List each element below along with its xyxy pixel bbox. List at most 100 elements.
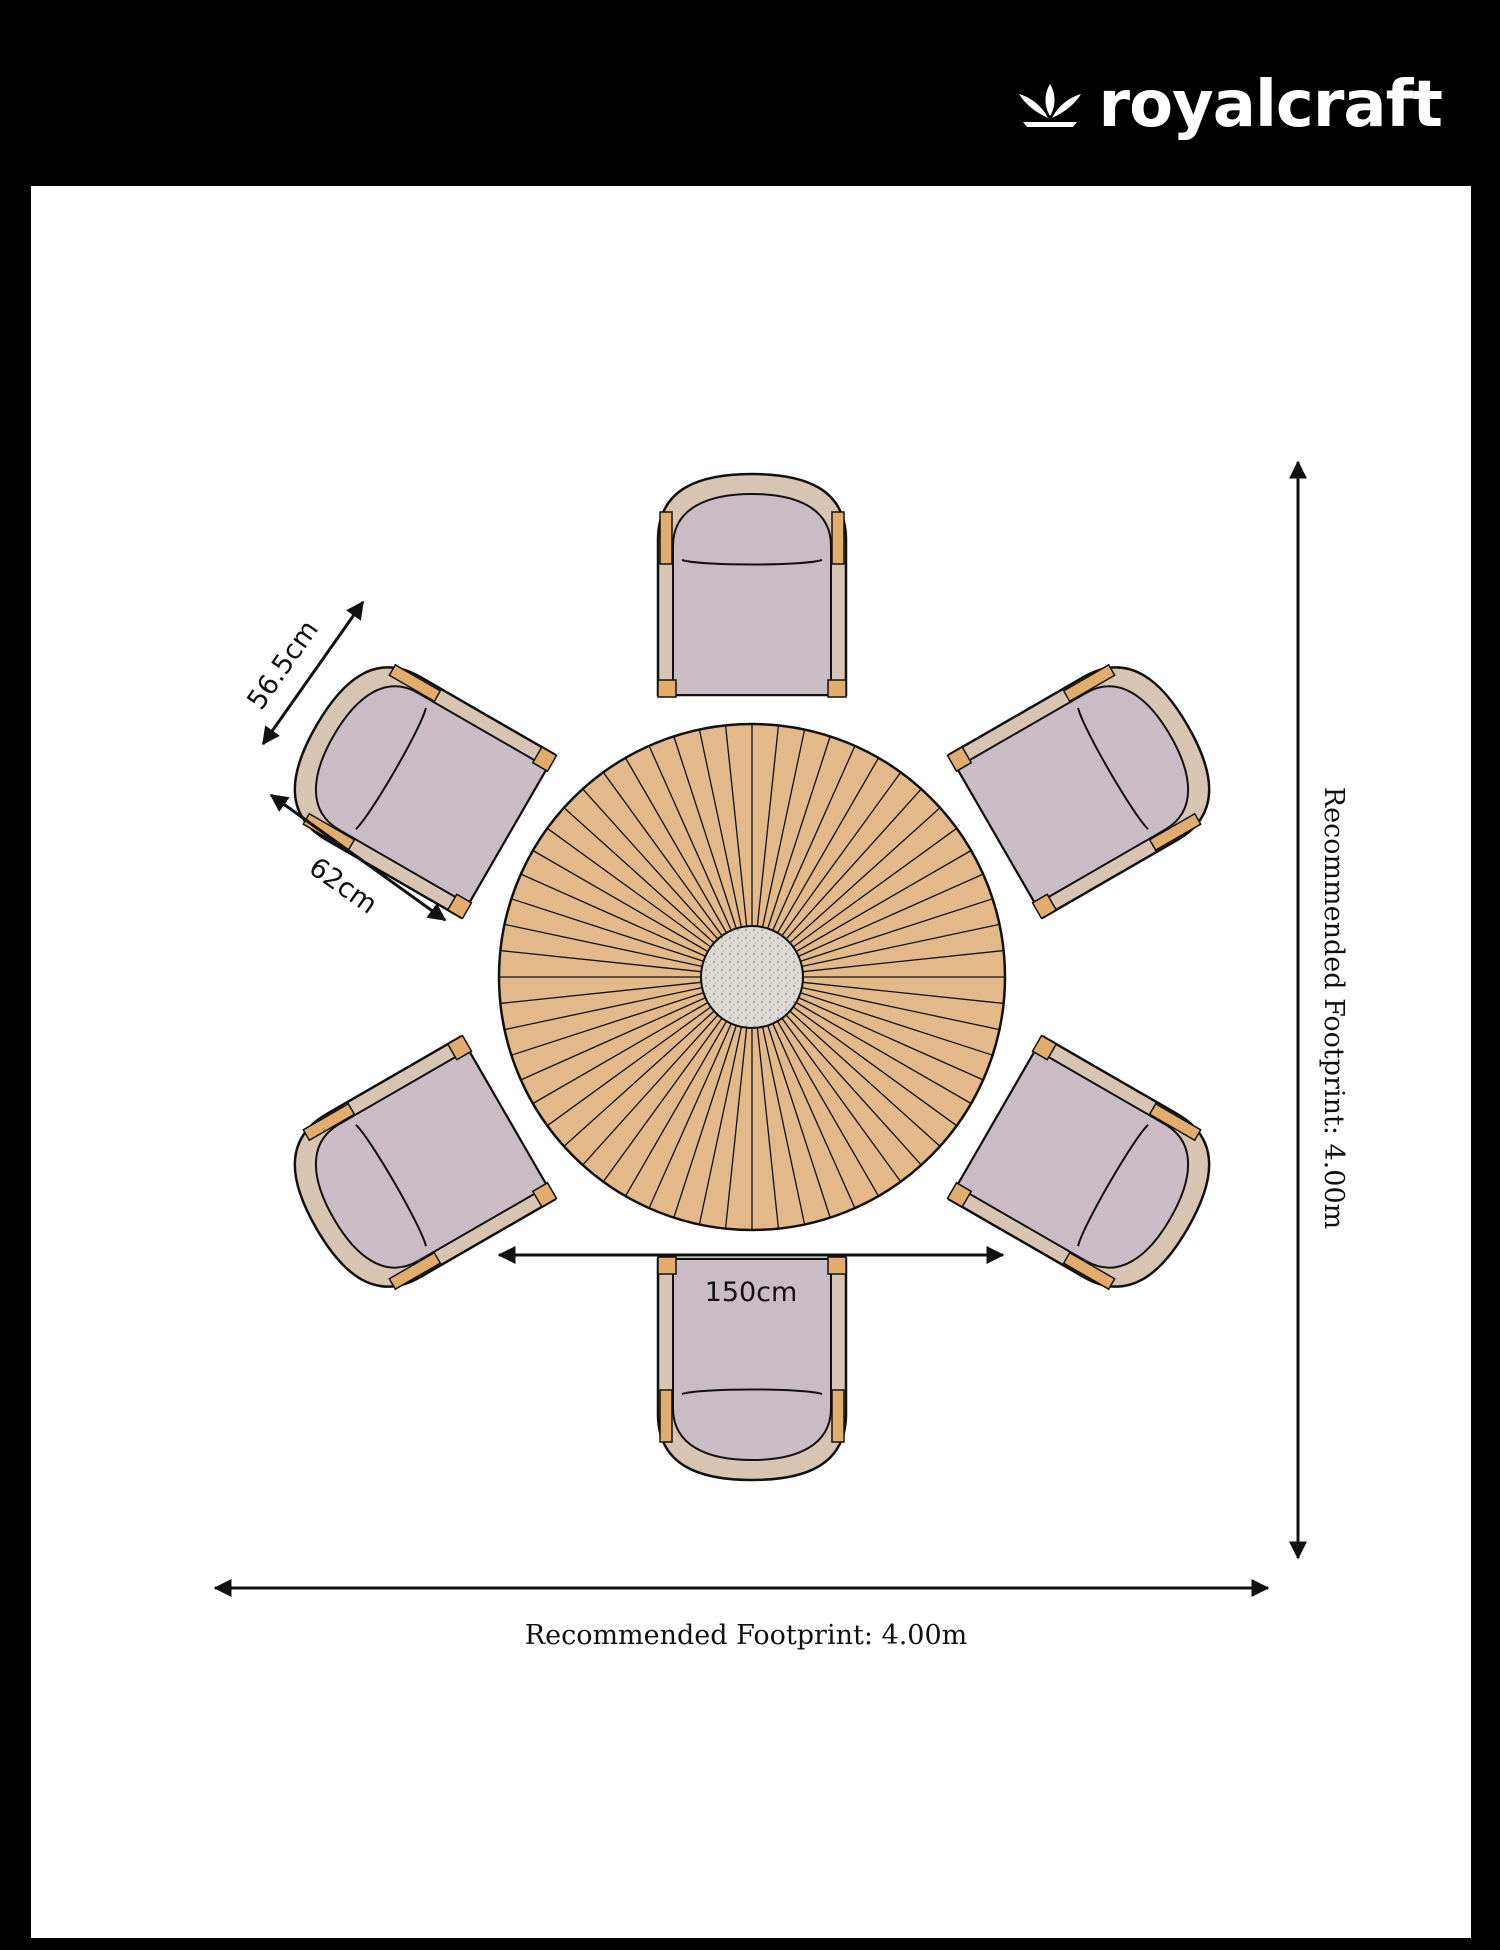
table-slat-line xyxy=(648,1023,732,1209)
table-slats xyxy=(499,724,1005,1230)
chairs-group xyxy=(293,472,1211,1482)
chair-width-arrow xyxy=(269,793,447,922)
chair-top-right xyxy=(946,663,1211,920)
chair-cushion xyxy=(315,1048,549,1269)
table-slat-line xyxy=(756,1027,780,1229)
chair-cushion xyxy=(672,492,832,696)
crown-leaf-icon xyxy=(1018,84,1081,127)
table-slat-line xyxy=(800,992,993,1056)
chair-wood-accent xyxy=(659,511,673,565)
footprint-horizontal-dimension: Recommended Footprint: 4.00m xyxy=(213,1579,1270,1651)
table-slat-line xyxy=(756,725,780,927)
chair-leg xyxy=(1031,1034,1058,1061)
footprint-vertical-label: Recommended Footprint: 4.00m xyxy=(1318,787,1349,1229)
table-slat-line xyxy=(795,1001,972,1105)
chair-leg xyxy=(827,679,847,698)
table-slat-line xyxy=(624,1020,728,1197)
chair-leg xyxy=(1031,893,1058,920)
chair-wood-accent xyxy=(388,1251,442,1291)
brand-name: royalcraft xyxy=(1098,68,1443,142)
table-slat-line xyxy=(520,997,706,1081)
table-slat-line xyxy=(761,729,806,928)
chair-depth-arrow xyxy=(261,600,365,746)
table-slat-line xyxy=(582,788,719,940)
table-slat-line xyxy=(801,986,1000,1031)
table-slat-line xyxy=(624,757,728,934)
chair-wood-accent xyxy=(831,1389,845,1443)
table-slat-line xyxy=(781,771,902,937)
table-slat-line xyxy=(546,827,712,948)
table-slat-line xyxy=(520,873,706,957)
table-slat-line xyxy=(792,827,958,948)
table-slat-line xyxy=(563,807,715,944)
chair-leg xyxy=(946,1181,973,1208)
chair-leg xyxy=(531,746,558,773)
table-slat-line xyxy=(798,997,984,1081)
chair-leg xyxy=(446,893,473,920)
table-slat-line xyxy=(511,992,704,1056)
chair-leg xyxy=(446,1034,473,1061)
table-slat-line xyxy=(772,1023,856,1209)
chair-cushion xyxy=(955,685,1189,906)
table-slat-line xyxy=(767,736,831,929)
chair-wood-accent xyxy=(1062,663,1116,703)
chair-leg xyxy=(657,1256,677,1275)
table-slat-line xyxy=(500,949,702,973)
table-slat-line xyxy=(582,1014,719,1166)
table-slat-line xyxy=(761,1026,806,1225)
chair-back-cushion-line xyxy=(681,559,823,566)
table-slat-line xyxy=(504,986,703,1031)
table-slat-line xyxy=(563,1010,715,1147)
table-slat-line xyxy=(511,898,704,962)
table-slat-line xyxy=(546,1006,712,1127)
table-slat-line xyxy=(772,745,856,931)
chair-cushion xyxy=(672,1258,832,1462)
table-slat-line xyxy=(785,788,922,940)
table-slat-line xyxy=(795,849,972,953)
chair-wood-accent xyxy=(388,663,442,703)
table-center-stone xyxy=(700,925,804,1029)
footprint-horizontal-label: Recommended Footprint: 4.00m xyxy=(525,1620,967,1651)
header-bar: royalcraft xyxy=(0,0,1500,186)
chair-depth-label: 56.5cm xyxy=(241,615,324,716)
table-slat-line xyxy=(532,1001,709,1105)
table-slat-line xyxy=(801,923,1000,968)
table-slat-line xyxy=(800,898,993,962)
table-diameter-label: 150cm xyxy=(705,1277,798,1308)
table-slat-line xyxy=(648,745,732,931)
table-slat-line xyxy=(767,1025,831,1218)
chair-wood-accent xyxy=(302,1102,356,1142)
table-slat-line xyxy=(698,729,743,928)
table-diameter-dimension: 150cm xyxy=(497,1246,1005,1308)
table-slat-line xyxy=(798,873,984,957)
table-slat-line xyxy=(785,1014,922,1166)
chair-wood-accent xyxy=(659,1389,673,1443)
table-slat-line xyxy=(500,981,702,1005)
table-slat-line xyxy=(602,771,723,937)
table-slat-line xyxy=(776,1020,880,1197)
chair-wood-accent xyxy=(831,511,845,565)
table-slat-line xyxy=(532,849,709,953)
table-slat-line xyxy=(602,1017,723,1183)
chair-back-cushion-line xyxy=(681,1388,823,1395)
table-slat-line xyxy=(724,725,748,927)
chair-bottom xyxy=(656,1256,848,1482)
table-slat-line xyxy=(789,807,941,944)
table-slat-line xyxy=(504,923,703,968)
chair-back-cushion-line xyxy=(355,1124,427,1247)
chair-back-cushion-line xyxy=(1077,707,1149,830)
chair-wood-accent xyxy=(1062,1251,1116,1291)
table-slat-line xyxy=(673,736,737,929)
table-slat-line xyxy=(789,1010,941,1147)
chair-wood-accent xyxy=(1148,1102,1202,1142)
chair-leg xyxy=(827,1256,847,1275)
table-slat-line xyxy=(698,1026,743,1225)
chair-leg xyxy=(946,746,973,773)
chair-leg xyxy=(531,1181,558,1208)
table-slat-line xyxy=(802,981,1004,1005)
table-slat-line xyxy=(724,1027,748,1229)
table-slat-line xyxy=(776,757,880,934)
chair-wood-accent xyxy=(1148,812,1202,852)
table-slat-line xyxy=(792,1006,958,1127)
